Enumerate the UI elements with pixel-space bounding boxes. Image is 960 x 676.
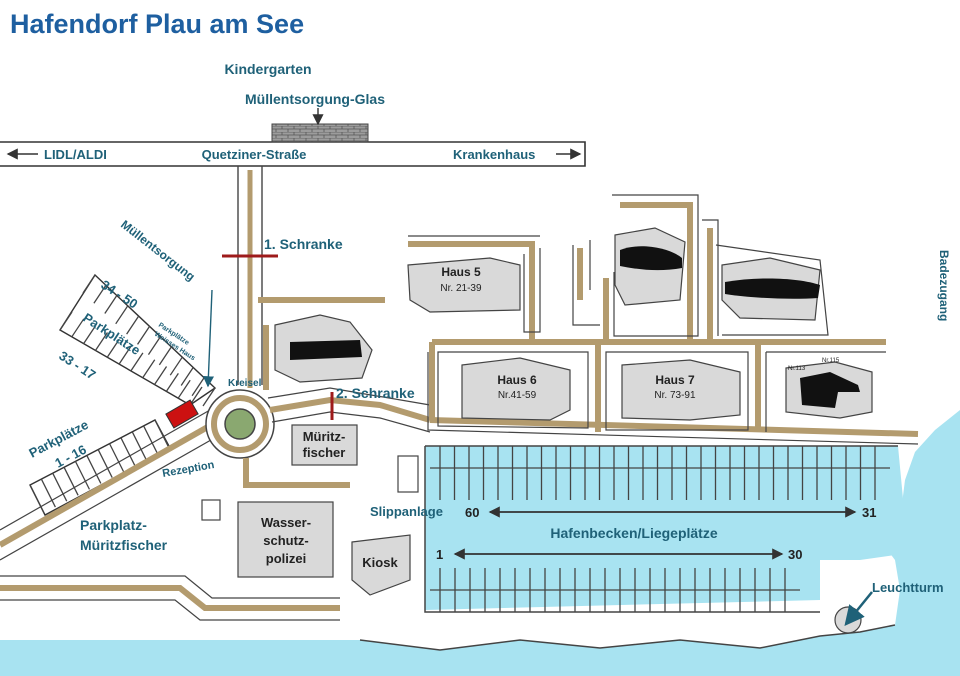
label-lighthouse: Leuchtturm <box>872 580 944 595</box>
roundabout-path <box>211 395 269 453</box>
reception-building <box>165 399 199 429</box>
parking-stall <box>147 336 161 355</box>
label-berth-60: 60 <box>465 505 479 520</box>
label-bathing-access: Badezugang <box>937 250 951 321</box>
parking-stall <box>118 345 132 365</box>
label-haus7-nr: Nr. 73-91 <box>654 390 696 401</box>
label-mueritz-1: Müritz- <box>303 429 346 444</box>
berths-lower <box>430 568 800 612</box>
parking-stall <box>52 472 68 502</box>
promenade-paths <box>258 202 919 488</box>
label-wasser-3: polizei <box>266 551 306 566</box>
map-title: Hafendorf Plau am See <box>10 9 304 39</box>
label-slipway: Slippanlage <box>370 504 443 519</box>
haus7-building <box>621 359 741 421</box>
parking-stall <box>158 346 172 366</box>
parking-stall <box>86 455 102 484</box>
parking-stall <box>115 305 129 325</box>
path-outlines <box>408 194 919 445</box>
label-parkplatz-mf-2: Müritzfischer <box>80 537 168 553</box>
label-haus5: Haus 5 <box>441 265 481 279</box>
kiosk-building <box>351 534 411 596</box>
parking-stall <box>143 425 159 455</box>
parking-stall <box>131 431 147 461</box>
glass-container <box>271 123 369 143</box>
parking-stall <box>191 377 205 397</box>
small-building-1 <box>397 455 419 493</box>
label-nr115: Nr.115 <box>822 358 840 364</box>
parking-lot-34-50 <box>59 273 217 407</box>
road-east <box>269 396 431 423</box>
parking-stall <box>154 419 170 449</box>
small-building-2 <box>201 499 221 521</box>
label-wasser-2: schutz- <box>263 533 309 548</box>
parking-stall <box>104 295 118 314</box>
road-lower-left <box>0 585 340 611</box>
parking-stall <box>189 386 203 406</box>
redactions <box>290 246 860 408</box>
parking-stall <box>40 478 56 508</box>
mueritzfischer-building <box>291 424 358 466</box>
parking-stall <box>82 274 96 294</box>
berths-upper <box>430 446 890 500</box>
label-berth-1: 1 <box>436 547 443 562</box>
parking-stall <box>93 284 107 304</box>
label-lidl-aldi: LIDL/ALDI <box>44 147 107 162</box>
parking-stall <box>180 367 194 386</box>
parking-stall <box>142 359 156 379</box>
parking-stall <box>137 326 151 345</box>
label-haus7: Haus 7 <box>655 373 695 387</box>
parking-stall <box>97 449 113 478</box>
label-street: Quetziner-Straße <box>202 147 307 162</box>
haus5-building <box>407 257 521 313</box>
water-area <box>0 410 960 676</box>
parking-stall <box>106 338 120 358</box>
label-berth-31: 31 <box>862 505 876 520</box>
road-southwest <box>0 417 222 548</box>
parking-stall <box>74 461 91 490</box>
label-berth-30: 30 <box>788 547 802 562</box>
wasserschutzpolizei-building <box>237 501 334 578</box>
label-kiosk: Kiosk <box>362 555 398 570</box>
parking-stall <box>63 466 79 496</box>
parking-stall <box>126 315 140 335</box>
parking-stall <box>108 443 125 472</box>
label-harbor-basin: Hafenbecken/Liegeplätze <box>550 525 717 541</box>
parking-stall <box>177 379 191 399</box>
parking-stall <box>120 437 136 467</box>
label-haus5-nr: Nr. 21-39 <box>440 283 482 294</box>
parking-stall <box>29 484 45 514</box>
label-waste-disposal: Müllentsorgung <box>118 217 198 283</box>
label-reception: Rezeption <box>161 459 215 480</box>
parking-stall <box>71 318 85 338</box>
parking-stall <box>202 387 216 407</box>
label-kindergarten: Kindergarten <box>224 61 311 77</box>
haus6-building <box>461 357 571 421</box>
parking-stall <box>83 325 97 344</box>
label-kreisel: Kreisel <box>228 378 262 389</box>
label-parkplatz-mf-1: Parkplatz- <box>80 517 147 533</box>
label-wasser-1: Wasser- <box>261 515 311 530</box>
arrows <box>6 108 873 626</box>
label-glass-disposal: Müllentsorgung-Glas <box>245 91 385 107</box>
label-nr113: Nr.113 <box>788 366 806 372</box>
parking-stall <box>59 311 73 331</box>
label-parking-33-17: 33 - 17 <box>56 348 98 383</box>
label-haus6: Haus 6 <box>497 373 537 387</box>
parking-stall <box>169 356 183 376</box>
label-mueritz-2: fischer <box>303 445 346 460</box>
label-barrier-2: 2. Schranke <box>336 385 415 401</box>
parking-stall <box>94 332 108 351</box>
parking-stall <box>130 352 144 372</box>
label-krankenhaus: Krankenhaus <box>453 147 535 162</box>
roundabout-center <box>224 408 256 440</box>
access-road <box>237 166 263 385</box>
label-haus6-nr: Nr.41-59 <box>498 390 537 401</box>
label-barrier-1: 1. Schranke <box>264 236 343 252</box>
parking-stall <box>154 366 168 385</box>
parking-stall <box>165 373 179 392</box>
